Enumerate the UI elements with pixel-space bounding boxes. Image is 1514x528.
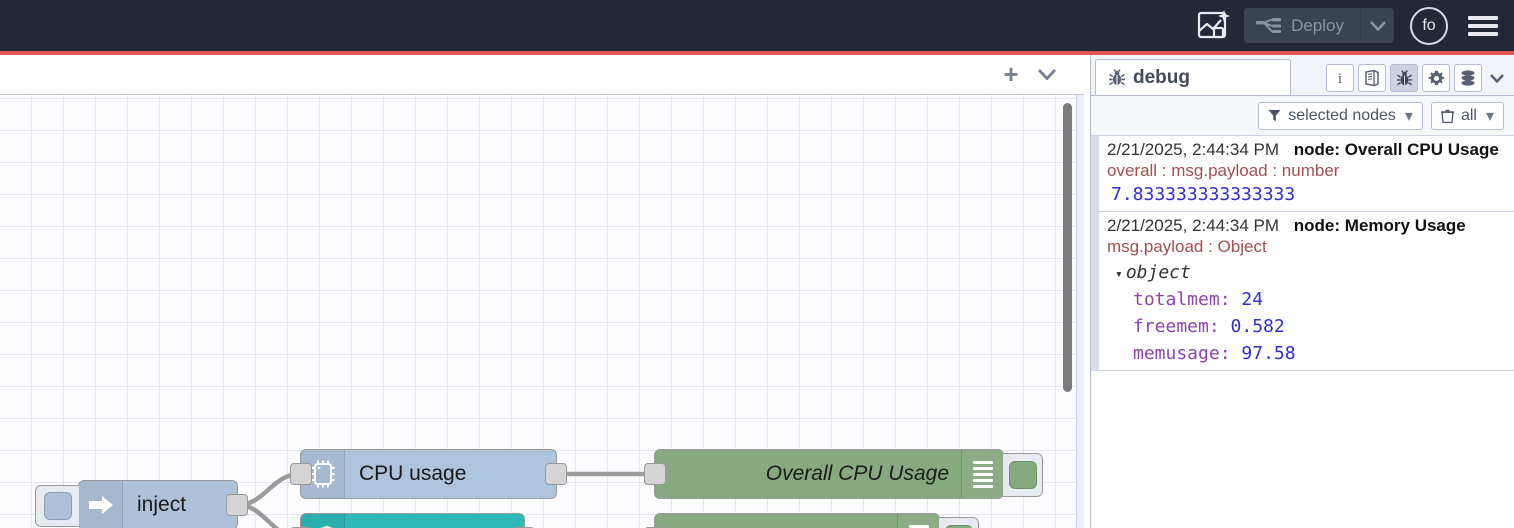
node-input-port[interactable] bbox=[290, 463, 312, 485]
header-accent-line bbox=[0, 51, 1514, 55]
debug-message-value: 7.833333333333333 bbox=[1111, 184, 1296, 205]
debug-lines-icon bbox=[897, 514, 939, 528]
flow-node-memory[interactable]: Memory bbox=[290, 513, 535, 528]
debug-enable-toggle[interactable] bbox=[939, 517, 979, 528]
debug-message-timestamp: 2/21/2025, 2:44:34 PM bbox=[1107, 140, 1280, 159]
deploy-button[interactable]: Deploy bbox=[1244, 8, 1394, 43]
avatar-label: fo bbox=[1422, 16, 1436, 34]
property-key: memusage bbox=[1133, 343, 1220, 364]
funnel-icon bbox=[1268, 110, 1281, 122]
trash-icon bbox=[1440, 109, 1454, 123]
flow-node-inject[interactable]: inject bbox=[35, 480, 248, 528]
sidebar-header: debug i bbox=[1091, 55, 1514, 96]
property-value: 24 bbox=[1241, 289, 1264, 310]
hamburger-menu-icon[interactable] bbox=[1468, 14, 1498, 38]
filter-caret-icon: ▾ bbox=[1404, 107, 1413, 125]
ai-sparkle-icon[interactable] bbox=[1192, 6, 1236, 46]
property-key: freemem bbox=[1133, 316, 1209, 337]
node-output-port[interactable] bbox=[545, 463, 567, 485]
debug-message[interactable]: 2/21/2025, 2:44:34 PM node: Overall CPU … bbox=[1091, 136, 1514, 212]
canvas-vertical-scrollbar[interactable] bbox=[1063, 103, 1072, 392]
context-data-icon[interactable] bbox=[1454, 64, 1482, 92]
flow-node-debug-memory-usage[interactable]: Memory Usage bbox=[644, 513, 979, 528]
flow-list-caret-icon[interactable] bbox=[1032, 58, 1062, 92]
flow-node-cpu-usage[interactable]: CPU usage bbox=[290, 449, 567, 499]
debug-message-topic: msg.payload : Object bbox=[1107, 237, 1267, 256]
user-avatar[interactable]: fo bbox=[1410, 6, 1448, 45]
debug-message-timestamp: 2/21/2025, 2:44:34 PM bbox=[1107, 216, 1280, 235]
object-property: freemem: 0.582 bbox=[1133, 316, 1285, 337]
server-tower-icon bbox=[301, 514, 345, 528]
node-input-port[interactable] bbox=[644, 463, 666, 485]
debug-message-header: 2/21/2025, 2:44:34 PM node: Overall CPU … bbox=[1107, 140, 1506, 160]
filter-nodes-button[interactable]: selected nodes ▾ bbox=[1258, 101, 1423, 130]
flow-node-label: Memory Usage bbox=[655, 526, 897, 528]
inject-trigger-button[interactable] bbox=[35, 485, 79, 527]
debug-message-list[interactable]: 2/21/2025, 2:44:34 PM node: Overall CPU … bbox=[1091, 136, 1514, 526]
svg-text:i: i bbox=[1338, 71, 1342, 87]
flow-node-label: Memory bbox=[345, 526, 524, 528]
sidebar-more-caret-icon[interactable] bbox=[1486, 64, 1508, 92]
debug-toolbar: selected nodes ▾ all ▾ bbox=[1091, 96, 1514, 136]
property-value: 97.58 bbox=[1241, 343, 1296, 364]
clear-messages-button[interactable]: all ▾ bbox=[1430, 101, 1504, 130]
property-key: totalmem bbox=[1133, 289, 1220, 310]
deploy-label: Deploy bbox=[1291, 15, 1344, 35]
object-property: totalmem: 24 bbox=[1133, 289, 1264, 310]
debug-lines-icon bbox=[961, 450, 1003, 498]
chevron-down-icon[interactable]: ▾ bbox=[1115, 267, 1123, 282]
settings-icon[interactable] bbox=[1422, 64, 1450, 92]
sidebar: debug i bbox=[1090, 55, 1514, 528]
cpu-chip-icon bbox=[301, 450, 345, 498]
property-value: 0.582 bbox=[1230, 316, 1285, 337]
flow-node-label: inject bbox=[137, 493, 187, 516]
deploy-icon bbox=[1256, 17, 1282, 33]
debug-message-node: node: Memory Usage bbox=[1293, 216, 1466, 235]
debug-enable-toggle[interactable] bbox=[1003, 453, 1043, 497]
debug-message-topic: overall : msg.payload : number bbox=[1107, 161, 1340, 180]
deploy-button-main[interactable]: Deploy bbox=[1244, 8, 1360, 43]
library-icon[interactable] bbox=[1358, 64, 1386, 92]
workspace: + inject bbox=[0, 55, 1084, 528]
add-flow-button[interactable]: + bbox=[1003, 59, 1019, 89]
sidebar-icon-group: i bbox=[1326, 64, 1508, 92]
object-label: object bbox=[1125, 262, 1191, 283]
filter-nodes-label: selected nodes bbox=[1288, 106, 1396, 124]
deploy-dropdown-caret[interactable] bbox=[1360, 8, 1394, 43]
object-expander[interactable]: ▾object bbox=[1107, 262, 1506, 283]
inject-trigger-pad bbox=[43, 492, 72, 520]
clear-caret-icon: ▾ bbox=[1485, 107, 1494, 125]
info-icon[interactable]: i bbox=[1326, 64, 1354, 92]
flow-node-label: Overall CPU Usage bbox=[765, 462, 949, 485]
clear-messages-label: all bbox=[1460, 106, 1477, 124]
debug-message-header: 2/21/2025, 2:44:34 PM node: Memory Usage bbox=[1107, 216, 1506, 236]
arrow-right-icon bbox=[79, 481, 123, 528]
tab-debug-label: debug bbox=[1133, 66, 1190, 88]
canvas-right-edge bbox=[1076, 95, 1084, 528]
debug-toggle-pad bbox=[1008, 461, 1037, 489]
object-property: memusage: 97.58 bbox=[1133, 343, 1296, 364]
flow-node-label: CPU usage bbox=[359, 462, 467, 485]
flow-tab-bar: + bbox=[0, 55, 1084, 95]
debug-icon[interactable] bbox=[1390, 64, 1418, 92]
flow-node-debug-overall-cpu-usage[interactable]: Overall CPU Usage bbox=[644, 449, 1043, 499]
debug-message-node: node: Overall CPU Usage bbox=[1293, 140, 1499, 159]
node-output-port[interactable] bbox=[226, 494, 248, 516]
app-header: Deploy fo bbox=[0, 0, 1514, 51]
bug-icon bbox=[1109, 68, 1125, 85]
debug-message[interactable]: 2/21/2025, 2:44:34 PM node: Memory Usage… bbox=[1091, 212, 1514, 371]
flow-canvas[interactable]: inject bbox=[0, 95, 1084, 528]
tab-debug[interactable]: debug bbox=[1095, 59, 1291, 95]
